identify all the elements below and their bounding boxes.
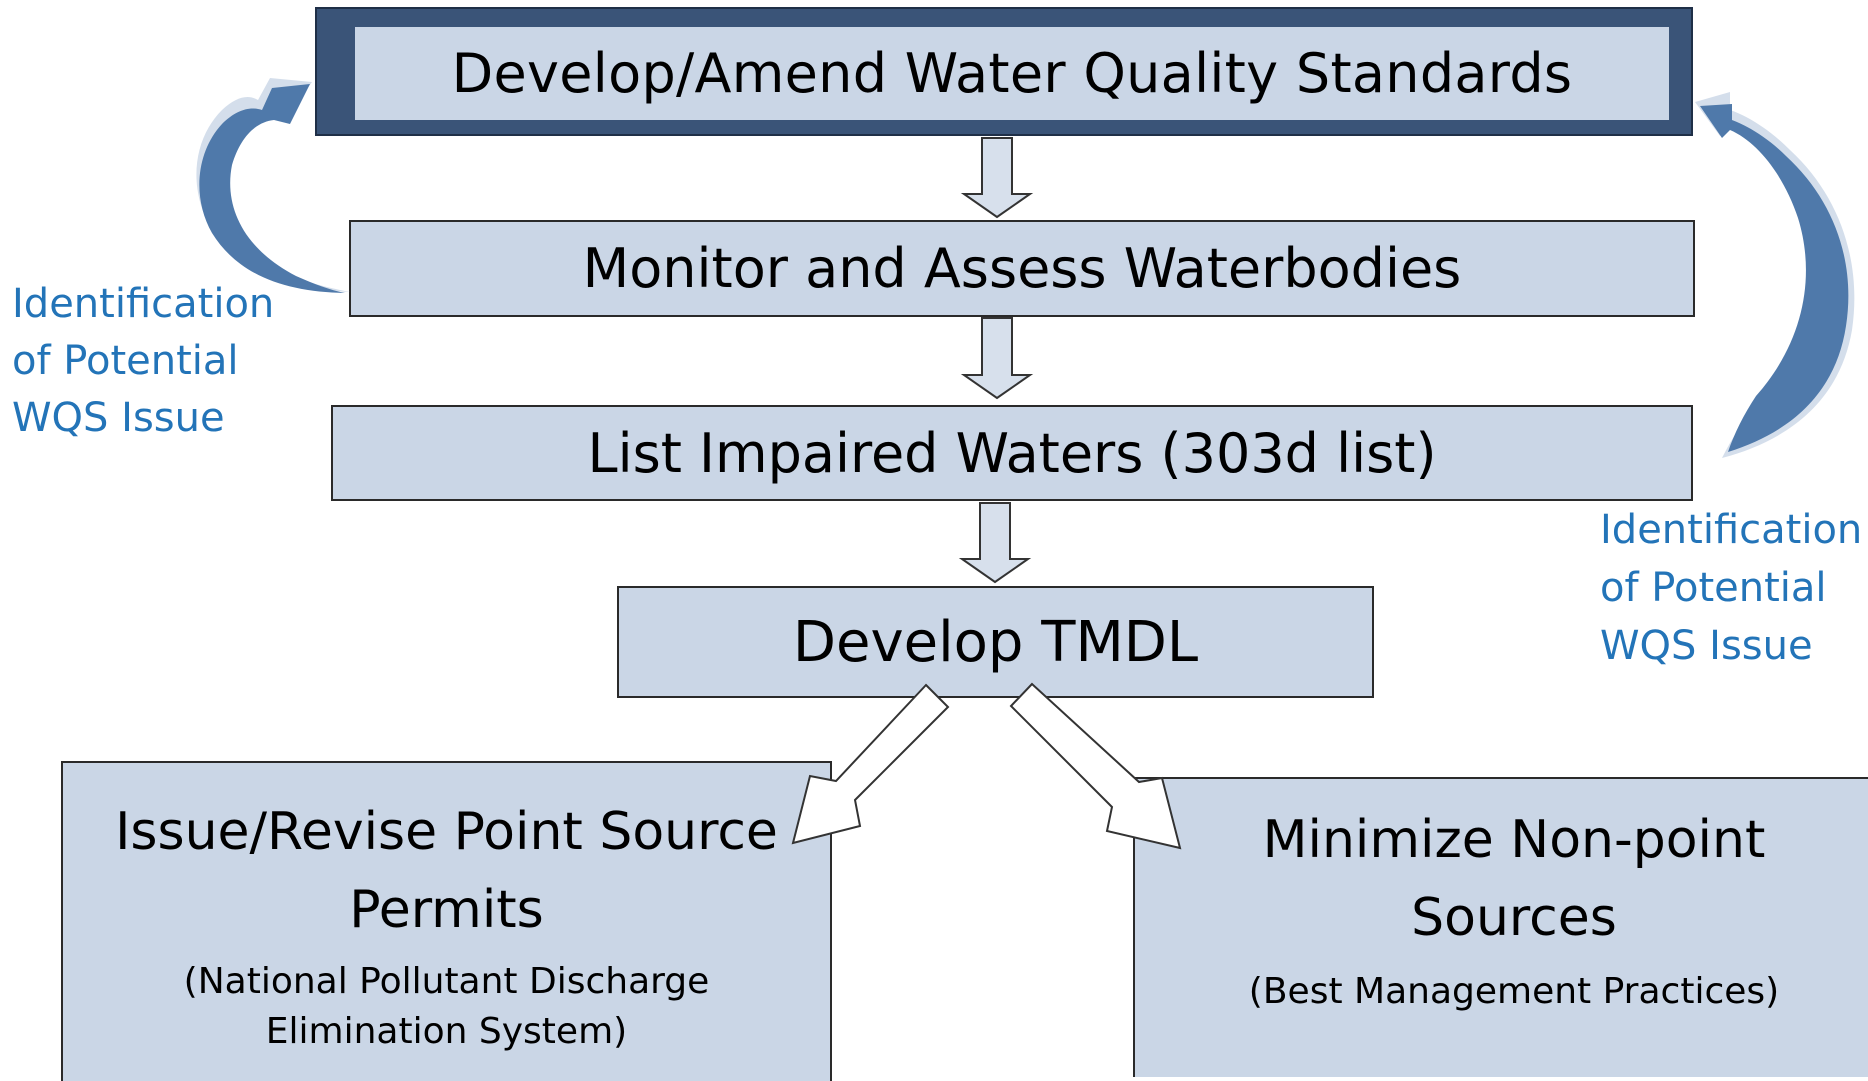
step-list-impaired-label: List Impaired Waters (303d list) <box>587 421 1437 485</box>
step-develop-tmdl-label: Develop TMDL <box>792 609 1199 675</box>
point-source-title-line2: Permits <box>349 880 544 940</box>
point-source-subtitle-line1: (National Pollutant Discharge <box>183 961 710 1002</box>
step-develop-standards: Develop/Amend Water Quality Standards <box>315 7 1693 136</box>
step-nonpoint-source: Minimize Non-point Sources (Best Managem… <box>1133 777 1868 1077</box>
step-point-source: Issue/Revise Point Source Permits (Natio… <box>61 761 832 1081</box>
feedback-right-line3: WQS Issue <box>1600 623 1813 669</box>
step-monitor-assess-label: Monitor and Assess Waterbodies <box>582 237 1462 300</box>
feedback-left-line2: of Potential <box>12 338 239 384</box>
feedback-left-line1: Identification <box>12 281 275 327</box>
step-monitor-assess: Monitor and Assess Waterbodies <box>349 220 1695 317</box>
point-source-subtitle-line2: Elimination System) <box>265 1011 628 1052</box>
arrow-monitor-to-list <box>960 317 1034 400</box>
feedback-right-line2: of Potential <box>1600 565 1827 611</box>
feedback-right-line1: Identification <box>1600 507 1863 553</box>
feedback-left-line3: WQS Issue <box>12 395 225 441</box>
feedback-label-left: Identification of Potential WQS Issue <box>12 276 274 447</box>
arrow-standards-to-monitor <box>960 137 1034 219</box>
nonpoint-subtitle: (Best Management Practices) <box>1248 971 1780 1012</box>
feedback-curved-arrow-right <box>1695 92 1855 458</box>
step-develop-standards-label: Develop/Amend Water Quality Standards <box>355 27 1669 120</box>
step-develop-tmdl: Develop TMDL <box>617 586 1374 698</box>
point-source-title-line1: Issue/Revise Point Source <box>115 802 778 862</box>
step-list-impaired: List Impaired Waters (303d list) <box>331 405 1693 501</box>
nonpoint-title-line2: Sources <box>1411 888 1617 948</box>
arrow-list-to-tmdl <box>958 502 1032 584</box>
feedback-label-right: Identification of Potential WQS Issue <box>1600 501 1862 675</box>
nonpoint-title-line1: Minimize Non-point <box>1262 810 1766 870</box>
